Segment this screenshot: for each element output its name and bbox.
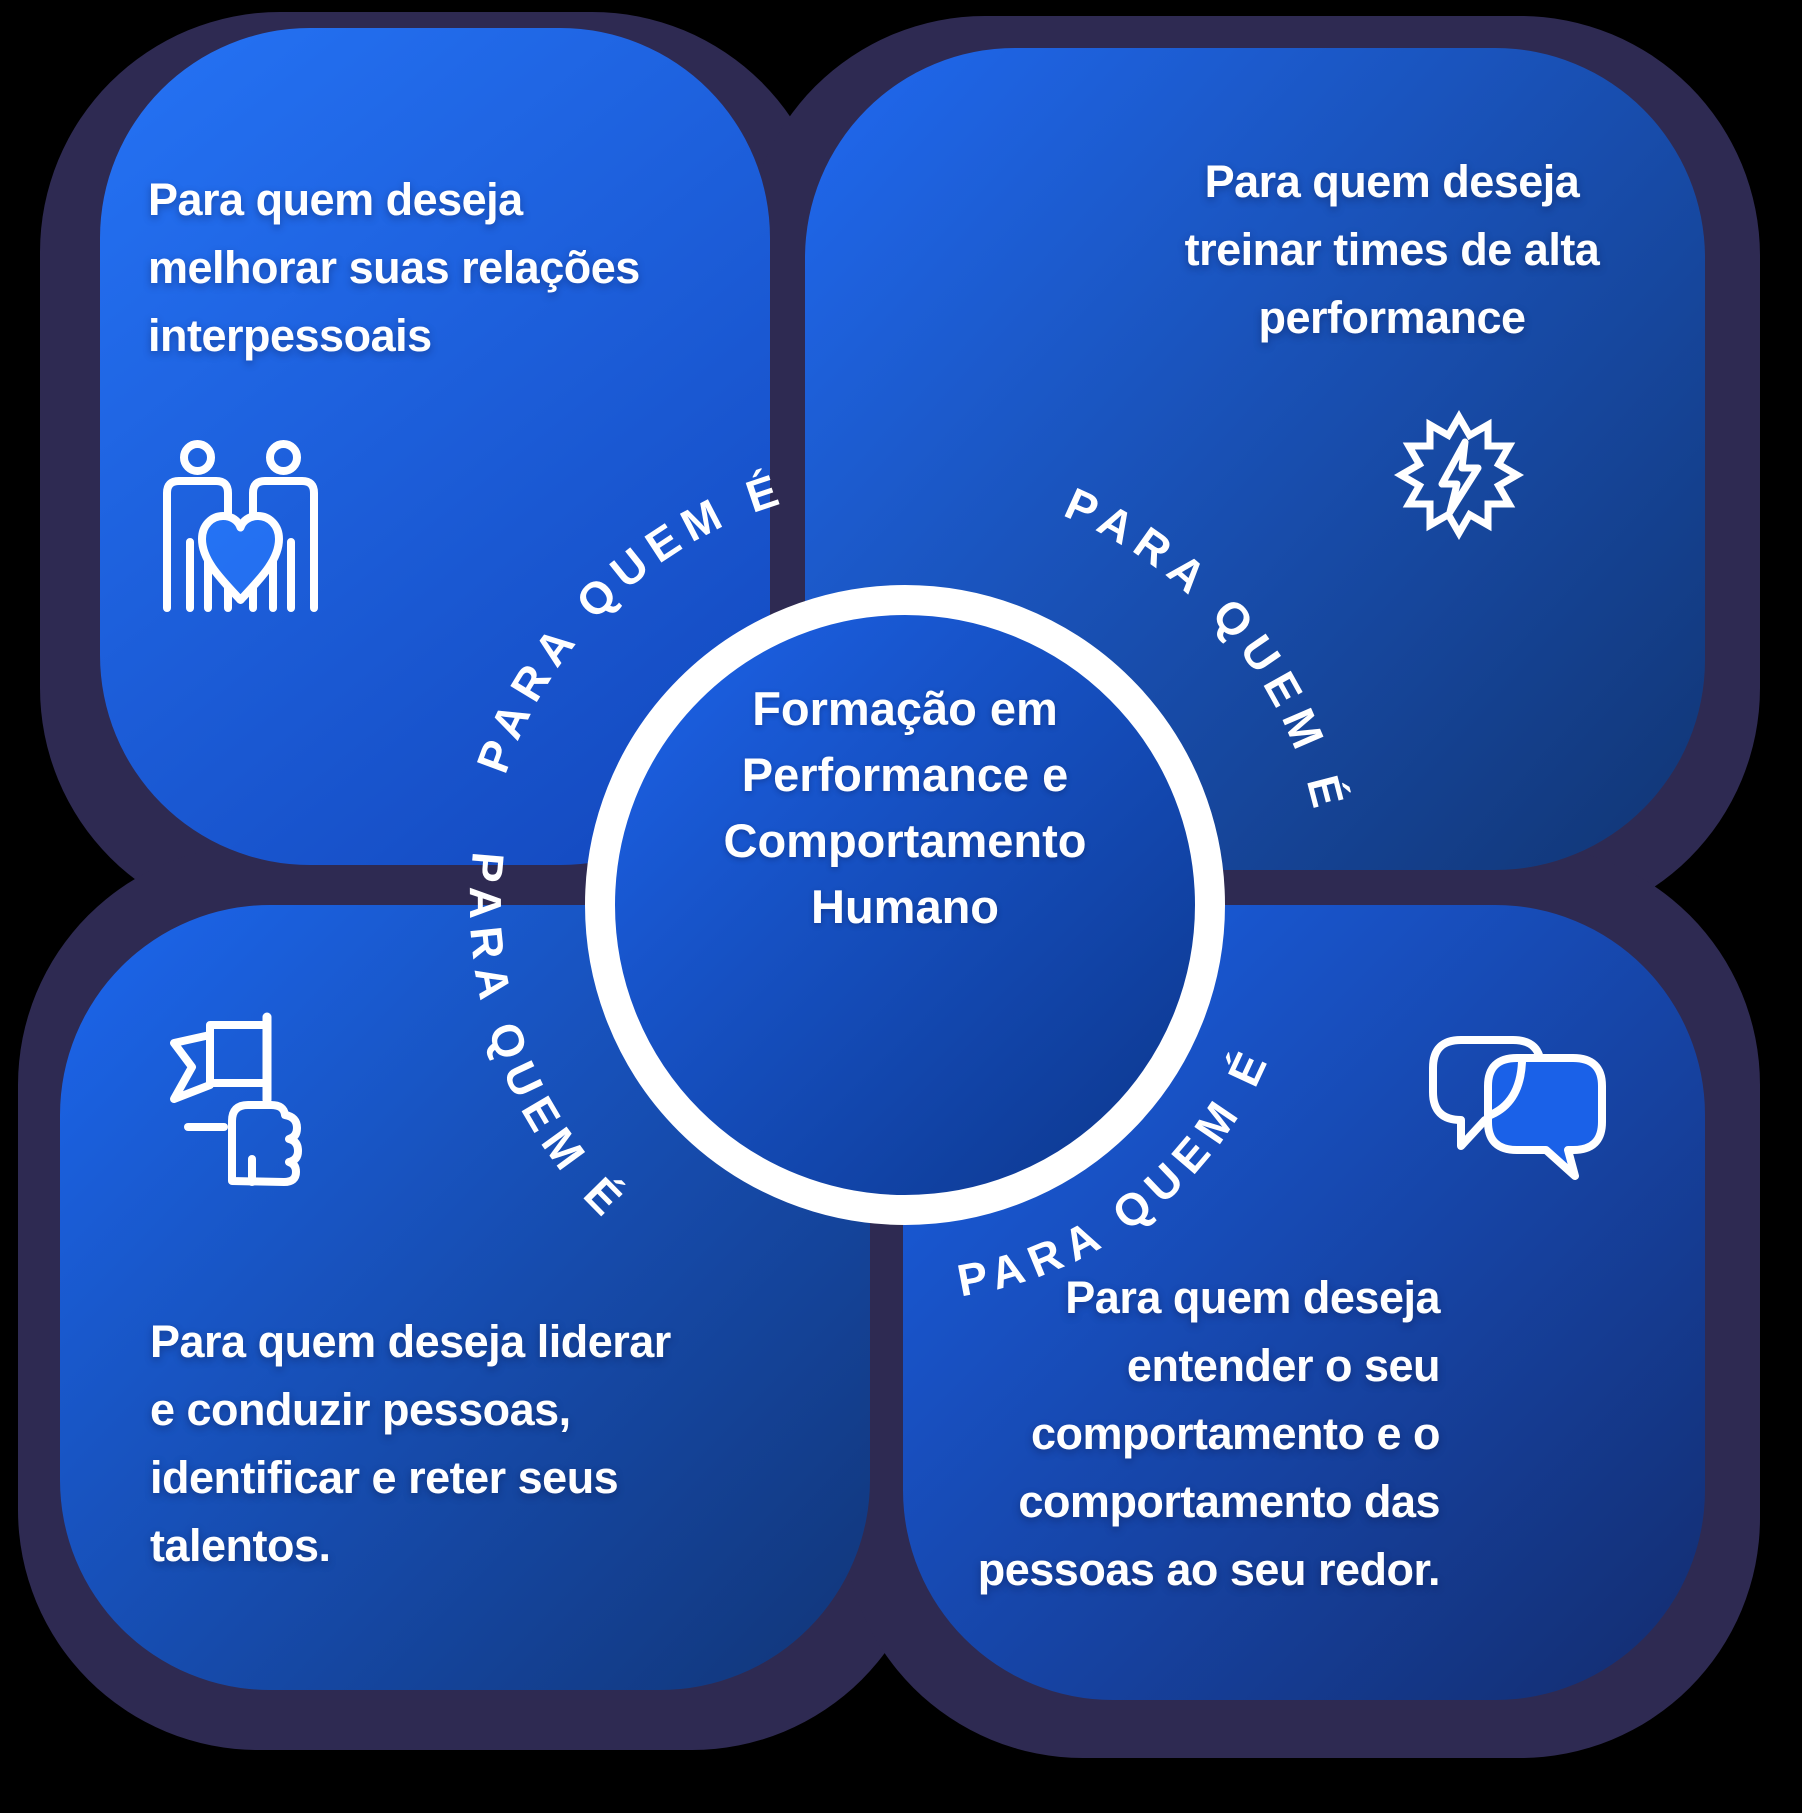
burst-lightning-icon bbox=[1393, 409, 1525, 541]
quadrant-panel-top-left bbox=[100, 28, 770, 865]
hand-flag-icon bbox=[170, 1012, 302, 1186]
center-circle bbox=[585, 585, 1225, 1225]
people-heart-icon bbox=[163, 440, 318, 612]
chat-bubbles-icon bbox=[1429, 1036, 1606, 1180]
